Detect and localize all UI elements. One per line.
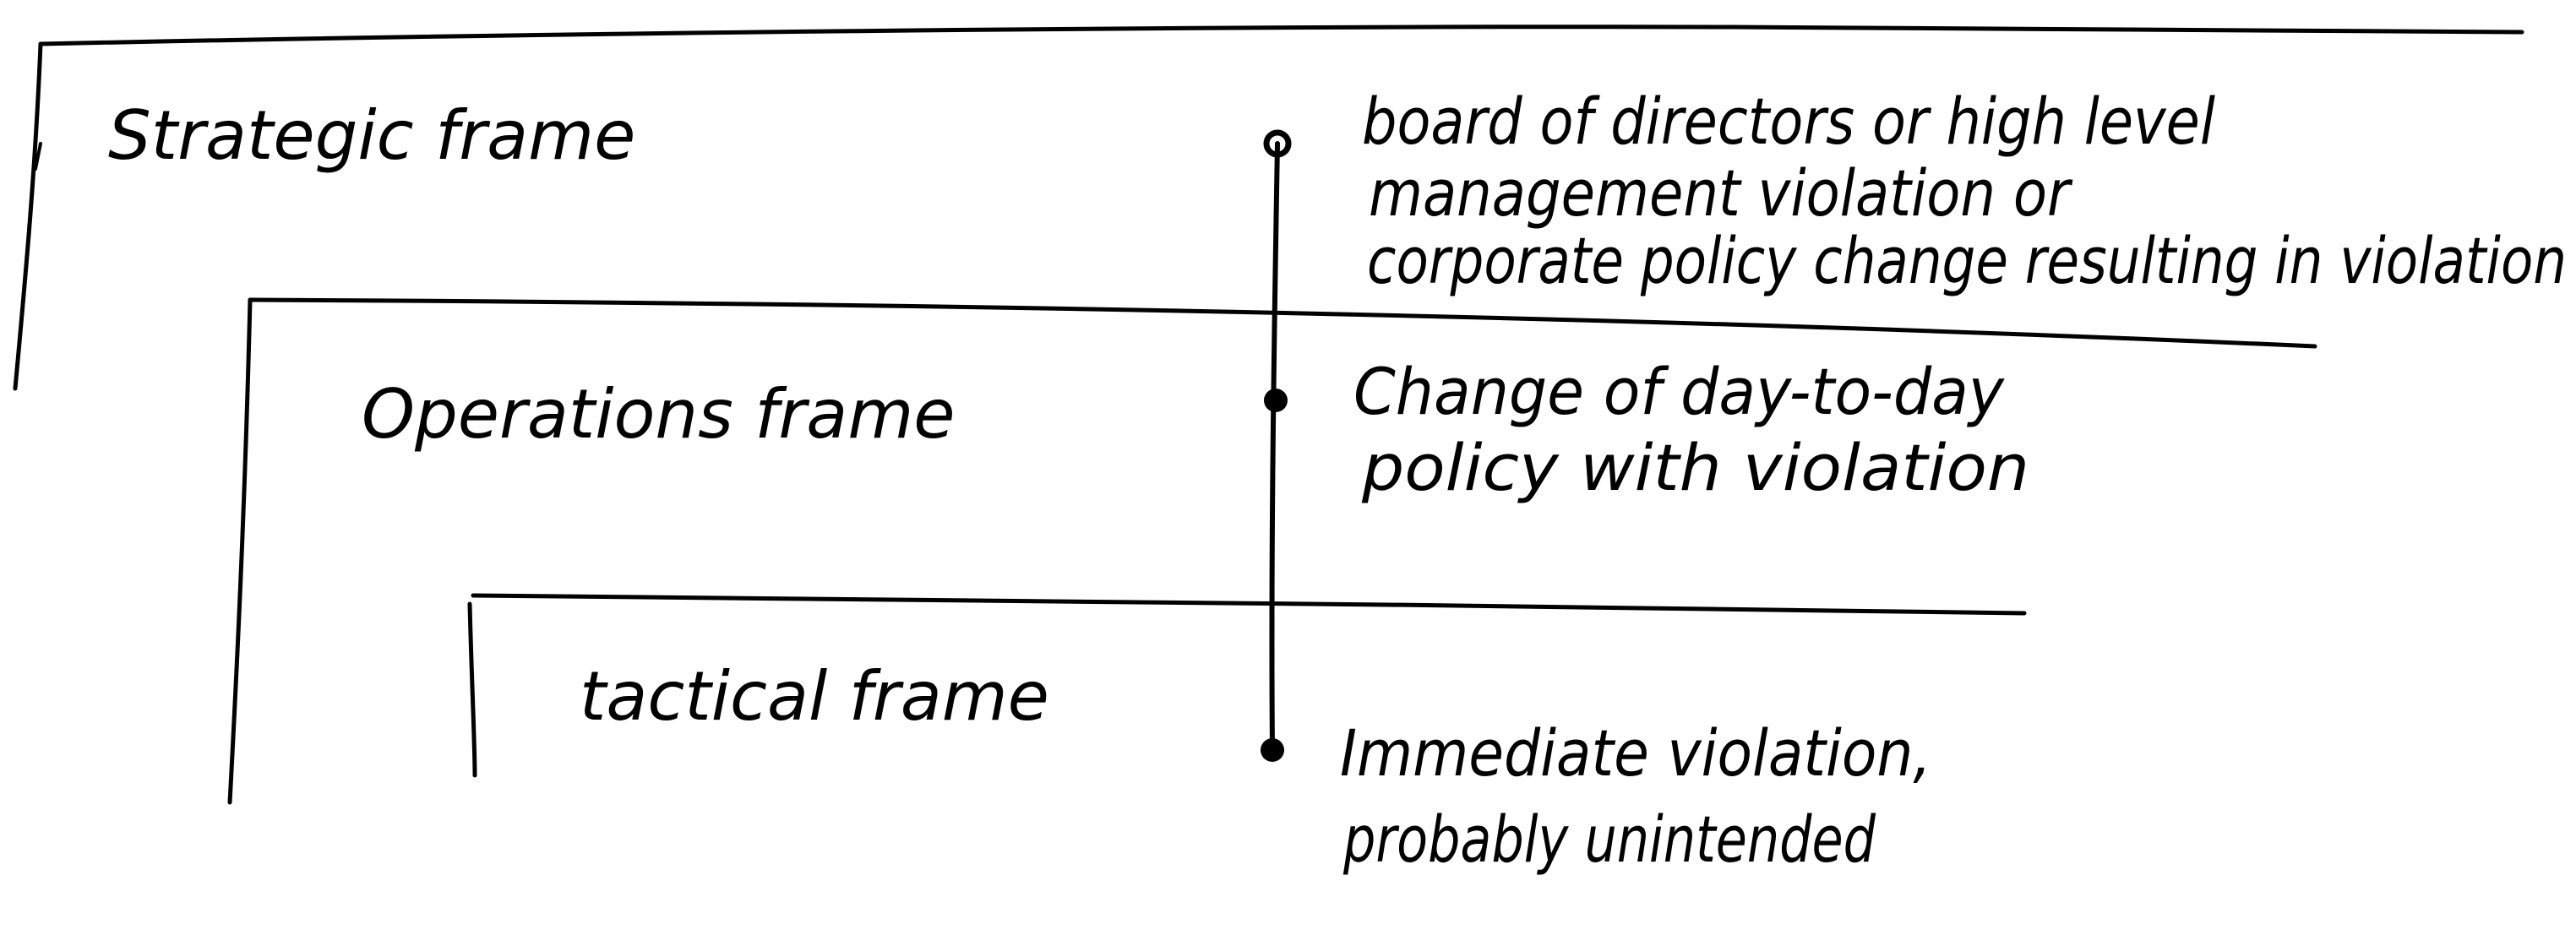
connector-timeline [1261,129,1292,762]
strategic-note-line-2: management violation or [1369,155,2073,231]
tactical-frame-label: tactical frame [580,657,1049,736]
strategic-note-line-3: corporate policy change resulting in vio… [1367,223,2567,298]
operations-frame-outline [227,297,2317,805]
tactical-note-line-2: probably unintended [1342,802,1876,877]
strategic-marker [1263,129,1292,158]
operations-note-line-1: Change of day-to-day [1353,354,2005,429]
tactical-frame-outline [467,593,2027,778]
strategic-frame-label: Strategic frame [108,96,635,175]
operations-marker [1264,389,1288,412]
operations-frame-label: Operations frame [362,375,955,454]
operations-note-line-2: policy with violation [1361,430,2029,505]
tactical-marker [1261,738,1284,762]
tactical-note-line-1: Immediate violation, [1340,715,1931,791]
strategic-frame-outline [13,24,2524,391]
strategic-note-line-1: board of directors or high level [1362,84,2215,159]
